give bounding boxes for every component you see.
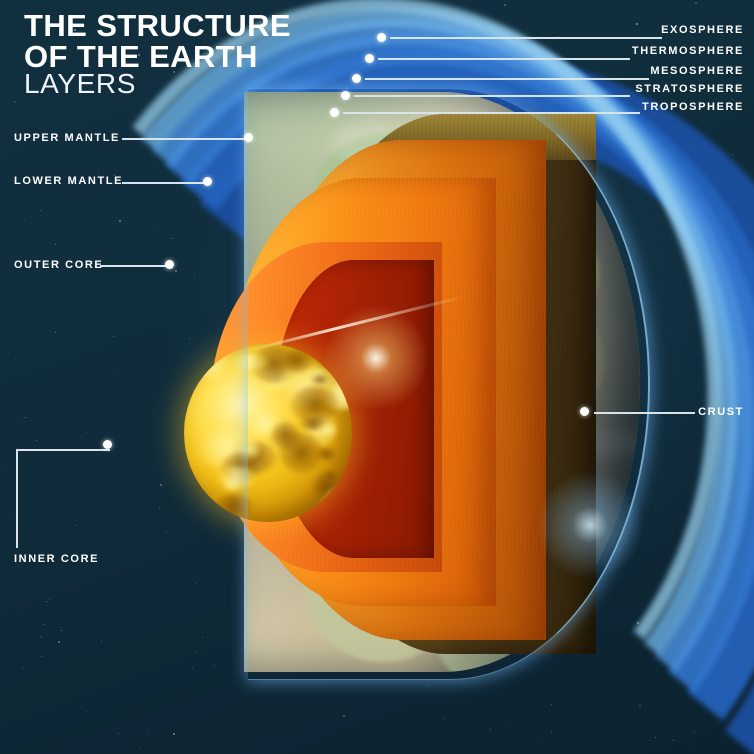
core-mottle — [188, 346, 232, 381]
title-line-2: OF THE EARTH — [24, 39, 258, 74]
callout-label-lower-mantle[interactable]: LOWER MANTLE — [14, 175, 124, 187]
callout-label-troposphere[interactable]: TROPOSPHERE — [642, 101, 744, 113]
callout-label-stratosphere[interactable]: STRATOSPHERE — [635, 83, 744, 95]
core-mottle — [211, 344, 236, 348]
leader-line-crust — [594, 412, 695, 414]
core-mottle — [314, 448, 339, 461]
callout-label-upper-mantle[interactable]: UPPER MANTLE — [14, 132, 120, 144]
leader-line-inner-core-vertical — [16, 449, 18, 548]
leader-line-mesosphere — [365, 78, 649, 80]
callout-dot-crust[interactable] — [580, 407, 589, 416]
callout-dot-thermosphere[interactable] — [365, 54, 374, 63]
callout-dot-upper-mantle[interactable] — [244, 133, 253, 142]
callout-dot-stratosphere[interactable] — [341, 91, 350, 100]
core-mottle — [323, 472, 340, 481]
leader-line-thermosphere — [378, 58, 630, 60]
title-line-1: THE STRUCTURE — [24, 8, 291, 43]
callout-dot-mesosphere[interactable] — [352, 74, 361, 83]
core-mottle — [229, 353, 270, 371]
callout-label-exosphere[interactable]: EXOSPHERE — [661, 24, 744, 36]
leader-line-stratosphere — [354, 95, 630, 97]
core-mottle — [184, 502, 220, 522]
core-mottle — [280, 349, 315, 373]
callout-label-thermosphere[interactable]: THERMOSPHERE — [631, 45, 744, 57]
earth-cutaway — [184, 88, 650, 680]
core-mottle — [309, 374, 331, 384]
callout-dot-lower-mantle[interactable] — [203, 177, 212, 186]
callout-label-outer-core[interactable]: OUTER CORE — [14, 259, 104, 271]
callout-dot-exosphere[interactable] — [377, 33, 386, 42]
core-mottle — [319, 425, 337, 435]
leader-line-exosphere — [390, 37, 662, 39]
core-mottle — [312, 503, 352, 522]
leader-line-lower-mantle — [122, 182, 209, 184]
callout-label-crust[interactable]: CRUST — [698, 406, 744, 418]
leader-line-upper-mantle — [122, 138, 250, 140]
callout-label-mesosphere[interactable]: MESOSPHERE — [650, 65, 744, 77]
callout-label-inner-core[interactable]: INNER CORE — [14, 553, 100, 565]
leader-line-outer-core — [100, 265, 172, 267]
callout-dot-troposphere[interactable] — [330, 108, 339, 117]
inner-core-sphere — [184, 344, 352, 522]
page-subtitle: LAYERS — [24, 68, 137, 99]
page-title: THE STRUCTURE OF THE EARTH — [24, 10, 291, 72]
callout-dot-inner-core[interactable] — [103, 440, 112, 449]
leader-line-inner-core-horizontal — [16, 449, 110, 451]
core-mottle — [213, 493, 254, 518]
core-mottle — [215, 466, 258, 488]
leader-line-troposphere — [343, 112, 640, 114]
callout-dot-outer-core[interactable] — [165, 260, 174, 269]
